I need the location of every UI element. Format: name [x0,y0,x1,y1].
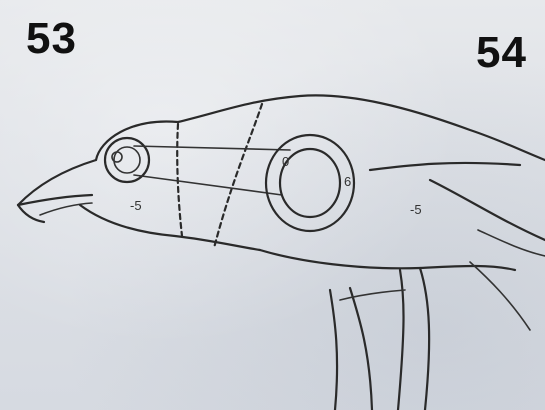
leg-joint [340,290,405,300]
tail-line-2 [470,262,530,330]
body-mark: -5 [410,202,422,217]
page-label-left: 53 [26,14,77,64]
leg-right-back [420,268,429,410]
tail-line-1 [478,230,545,256]
ring-mark-left: 0 [282,154,289,169]
body-lower-line [260,250,515,270]
throat-outline [80,205,260,250]
eye-pupil [112,152,122,162]
leg-left-front [330,290,337,410]
wing-line [370,163,520,170]
eye-ring-inner [114,147,140,173]
head-mark: -5 [130,198,142,213]
connecting-bar-top [134,146,290,150]
back-line [430,180,545,240]
beak-tip-lower [18,205,44,222]
neck-segment-line [214,104,262,248]
page-label-right: 54 [476,28,527,78]
leg-left-back [350,288,372,410]
connecting-bar-bottom [134,175,282,195]
head-segment-line-1 [177,124,182,236]
ring-mark-right: 6 [344,174,351,189]
